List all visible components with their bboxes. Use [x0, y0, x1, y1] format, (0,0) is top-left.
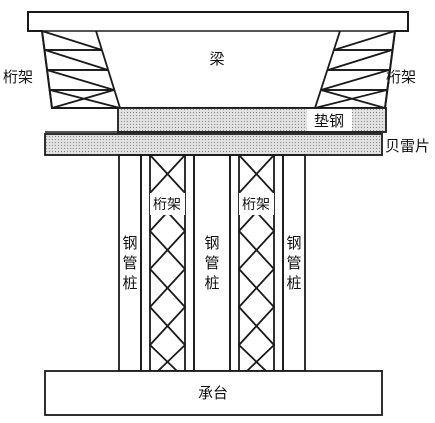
bailey-frame: [44, 133, 383, 156]
label-bailey: 贝雷片: [385, 137, 430, 155]
truss-left: [41, 30, 122, 109]
label-pipe-middle-2: 管: [204, 254, 219, 272]
label-pipe-left-1: 钢: [122, 234, 137, 252]
label-beam: 梁: [209, 50, 224, 68]
label-steel-pad: 垫钢: [314, 112, 344, 130]
label-truss-left: 桁架: [3, 68, 33, 86]
truss-pier-left: [140, 154, 195, 372]
label-pile-cap: 承台: [198, 384, 228, 402]
label-pipe-right-1: 钢: [286, 234, 301, 252]
label-truss-pier-left: 桁架: [153, 197, 181, 213]
label-pipe-left-3: 桩: [122, 274, 137, 292]
truss-right: [313, 30, 396, 109]
label-pipe-left-2: 管: [122, 254, 137, 272]
label-pipe-right-3: 桩: [286, 274, 301, 292]
truss-pier-right: [229, 154, 284, 372]
label-truss-pier-right: 桁架: [242, 197, 270, 213]
pile-cap: [44, 370, 383, 416]
label-truss-right: 桁架: [386, 68, 416, 86]
label-pipe-middle-3: 桩: [204, 274, 219, 292]
label-pipe-middle-1: 钢: [204, 234, 219, 252]
steel-pad-label-box: [307, 109, 352, 131]
label-pipe-right-2: 管: [286, 254, 301, 272]
